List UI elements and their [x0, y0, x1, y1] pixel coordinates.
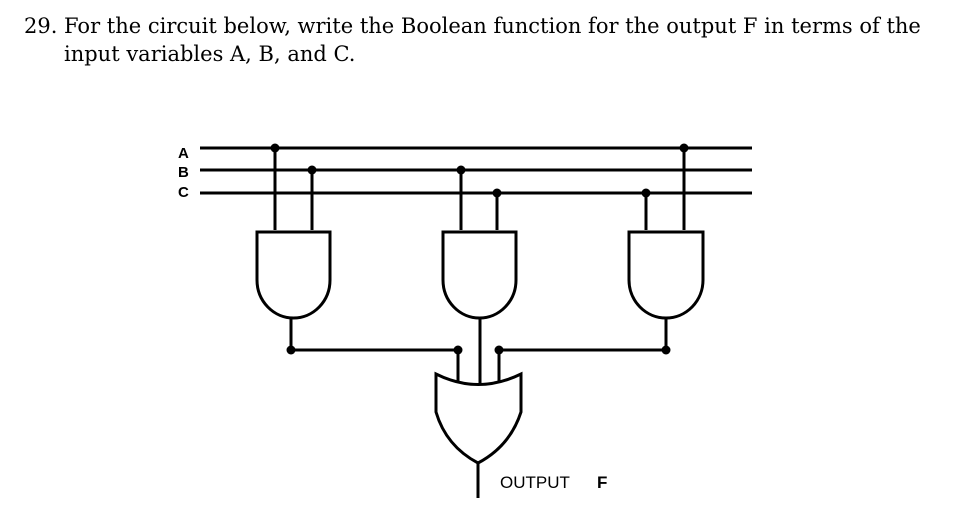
- junction-dot: [494, 345, 504, 355]
- input-label-a: A: [178, 145, 189, 162]
- junction-dot: [456, 165, 466, 175]
- junction-dot: [307, 165, 317, 175]
- input-label-b: B: [178, 164, 189, 181]
- junction-dot: [453, 345, 463, 355]
- junction-dot: [679, 143, 689, 153]
- junction-dot: [492, 188, 502, 198]
- question-line-2: input variables A, B, and C.: [64, 42, 356, 66]
- or-gate: [434, 371, 523, 465]
- junction-dot: [286, 345, 296, 355]
- junction-dot: [641, 188, 651, 198]
- input-label-c: C: [178, 184, 189, 201]
- question-text: 29.For the circuit below, write the Bool…: [24, 12, 944, 68]
- output-name: F: [597, 473, 607, 492]
- question-number: 29.: [24, 14, 58, 38]
- and-gate-3: [627, 230, 705, 320]
- junction-dot: [270, 143, 280, 153]
- output-label: OUTPUT: [500, 473, 570, 492]
- and-gate-2: [441, 230, 518, 320]
- and-gate-1: [255, 230, 332, 320]
- question-line-1: For the circuit below, write the Boolean…: [64, 14, 921, 38]
- junction-dot: [661, 345, 671, 355]
